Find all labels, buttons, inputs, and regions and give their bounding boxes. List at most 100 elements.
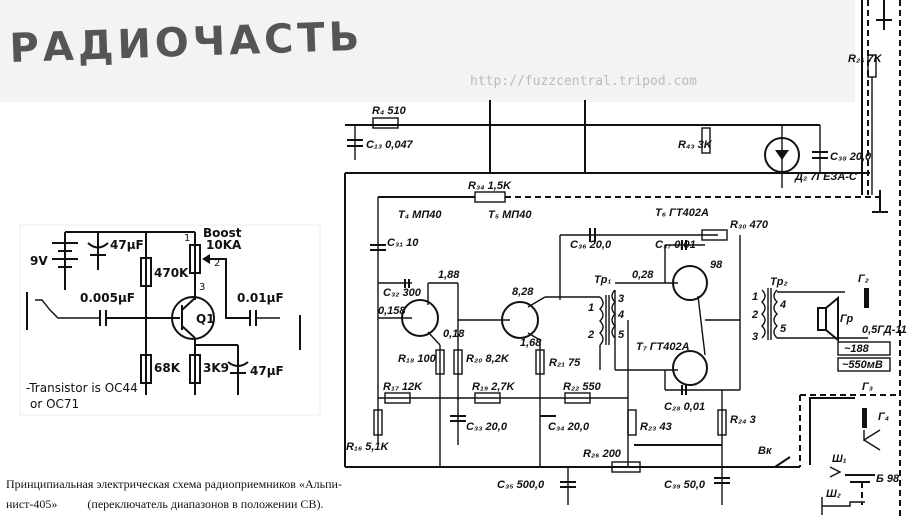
c28-label: C₂₈ 0,01 xyxy=(664,401,705,413)
r30-label: R₃₀ 470 xyxy=(730,219,769,231)
tr2-label: Tp₂ xyxy=(770,276,788,288)
r18-label: R₁₈ 100 xyxy=(398,353,437,365)
tr2-pin-2: 2 xyxy=(751,309,758,321)
c36-label: C₃₆ 20,0 xyxy=(570,239,612,251)
tr2-pin-1: 1 xyxy=(752,291,758,303)
r22-resistor xyxy=(564,392,591,404)
speaker-label: Гр xyxy=(840,313,853,325)
tr1-pin-5: 5 xyxy=(618,329,625,341)
c34-label: C₃₄ 20,0 xyxy=(548,421,590,433)
caption-line-1: Принципиальная электрическая схема радио… xyxy=(6,477,342,491)
top-band xyxy=(0,0,855,102)
r26-label: R₂₆ 200 xyxy=(583,448,622,460)
c33-label: C₃₃ 20,0 xyxy=(466,421,508,433)
tr1-pin-1: 1 xyxy=(588,302,594,314)
measurement-1: ~188 xyxy=(844,343,870,355)
pot-pin-1: 1 xyxy=(184,233,190,244)
c32-label: C₃₂ 300 xyxy=(383,287,422,299)
t5-label: T₅ МП40 xyxy=(488,209,532,221)
c39-label: C₃₉ 50,0 xyxy=(664,479,706,491)
c35-label: C₃₅ 500,0 xyxy=(497,479,545,491)
pot-pin-2: 2 xyxy=(214,258,220,269)
battery-label: Б 98 xyxy=(876,473,900,485)
power-rails xyxy=(344,100,900,468)
tr1-pin-3: 3 xyxy=(618,293,624,305)
r470k-label: 470K xyxy=(154,266,189,280)
watermark: http://fuzzcentral.tripod.com xyxy=(470,74,697,89)
r21-resistor xyxy=(535,349,545,375)
pot-value-label: 10KA xyxy=(206,238,242,252)
speaker-icon xyxy=(817,307,827,331)
r21-label: R₂₁ 75 xyxy=(549,357,581,369)
r68k-label: 68K xyxy=(154,361,181,375)
g3-label: Г₃ xyxy=(862,381,873,393)
pot-pin-3: 3 xyxy=(199,282,205,293)
t6-transistor xyxy=(672,265,708,301)
q1-transistor xyxy=(171,296,215,340)
r4-resistor xyxy=(372,117,399,129)
c-emitter-label: 47µF xyxy=(250,364,284,378)
tr2-pin-4: 4 xyxy=(779,299,786,311)
r34-label: R₃₄ 1,5K xyxy=(468,180,512,192)
r19-resistor xyxy=(474,392,501,404)
switch-label: Вк xyxy=(758,445,773,457)
t6-label: T₆ ГТ402А xyxy=(655,207,709,219)
r20-resistor xyxy=(453,349,463,375)
r16-resistor xyxy=(373,409,383,436)
voltage-018: 0,18 xyxy=(443,328,465,340)
caption-line-2: нист-405» (переключатель диапазонов в по… xyxy=(6,497,324,511)
r17-label: R₁₇ 12K xyxy=(383,381,423,393)
r17-resistor xyxy=(384,392,411,404)
r18-resistor xyxy=(435,349,445,375)
battery-9v-label: 9V xyxy=(30,254,48,268)
transistor-note-2: or OC71 xyxy=(30,397,79,411)
tr2-pin-3: 3 xyxy=(752,331,758,343)
r24-resistor xyxy=(717,409,727,436)
voltage-0158: 0,158 xyxy=(378,305,406,317)
r20-label: R₂₀ 8,2K xyxy=(466,353,510,365)
r30-resistor xyxy=(701,229,728,241)
r22-label: R₂₂ 550 xyxy=(563,381,602,393)
r3k9-label: 3K9 xyxy=(203,361,229,375)
r23-label: R₂₃ 43 xyxy=(640,421,672,433)
r26-resistor xyxy=(611,461,641,473)
t7-label: T₇ ГТ402А xyxy=(636,341,690,353)
figure-caption: Принципиальная электрическая схема радио… xyxy=(6,474,342,514)
tr1-pin-2: 2 xyxy=(587,329,594,341)
voltage-028: 0,28 xyxy=(632,269,654,281)
jack-g3-icon xyxy=(862,408,867,428)
t7-transistor xyxy=(672,350,708,386)
tr2-transformer xyxy=(761,288,778,340)
voltage-98: 98 xyxy=(710,259,723,271)
t5-transistor xyxy=(501,301,539,339)
r16-label: R₁₆ 5,1K xyxy=(346,441,390,453)
r43-resistor xyxy=(701,127,711,154)
voltage-168: 1,68 xyxy=(520,337,542,349)
voltage-828: 8,28 xyxy=(512,286,534,298)
fuzz-inset: 9V 47µF 470K Boost 10KA 1 2 3 0.005µF Q1… xyxy=(19,224,321,416)
top-right-wiring: R₂₅ 7K xyxy=(848,0,901,520)
d2-label: Д₂ 7ГЕЗА-С xyxy=(794,171,858,183)
c13-label: C₁₃ 0,047 xyxy=(366,139,414,151)
voltage-188: 1,88 xyxy=(438,269,460,281)
transistor-note-1: -Transistor is OC44 xyxy=(26,381,138,395)
c-supply-label: 47µF xyxy=(110,238,144,252)
r25-label: R₂₅ 7K xyxy=(848,53,883,65)
pot-boost-label: Boost xyxy=(203,226,242,240)
r43-label: R₄₃ 3K xyxy=(678,139,713,151)
q1-label: Q1 xyxy=(196,312,215,326)
r4-label: R₄ 510 xyxy=(372,105,407,117)
c38-label: C₃₈ 20,0 xyxy=(830,151,872,163)
c-in-label: 0.005µF xyxy=(80,291,135,305)
t4-label: T₄ МП40 xyxy=(398,209,442,221)
measurement-2: ~550мВ xyxy=(842,359,883,371)
c-out-label: 0.01µF xyxy=(237,291,284,305)
r34-resistor xyxy=(474,191,506,203)
jack-g2-icon xyxy=(864,288,869,308)
r23-resistor xyxy=(627,409,637,436)
speaker-power-label: 0,5ГД-11 xyxy=(862,324,907,336)
r24-label: R₂₄ 3 xyxy=(730,414,756,426)
power-switch xyxy=(774,456,791,468)
tr2-pin-5: 5 xyxy=(780,323,787,335)
